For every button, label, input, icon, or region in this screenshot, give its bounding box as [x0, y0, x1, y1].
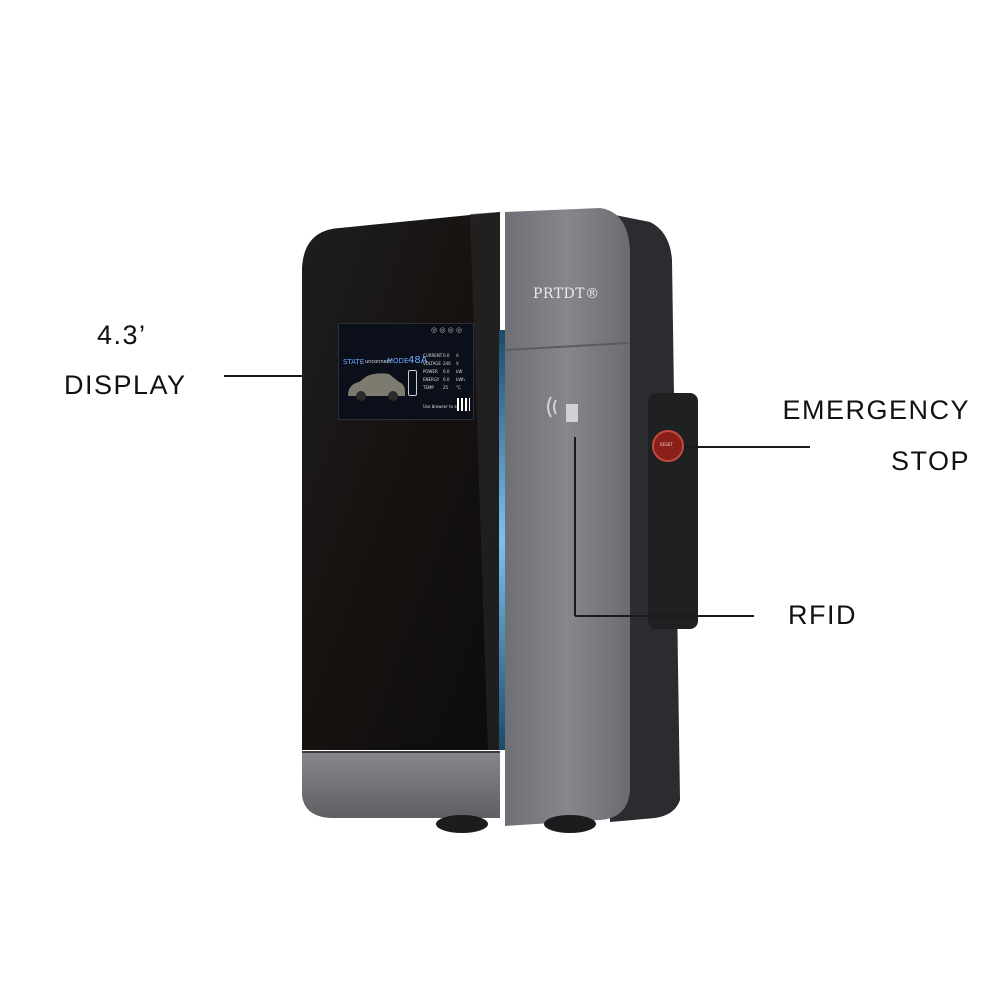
estop-module	[648, 393, 698, 629]
right-panel	[505, 208, 630, 826]
screen-top-icons: ◎ ◎ ◎ ◎	[431, 326, 463, 334]
readout-row: VOLTAGE 240 V	[423, 361, 459, 366]
connector-right	[544, 815, 596, 833]
callout-emergency: EMERGENCY	[782, 395, 970, 425]
readout-row: TEMP 25 °C	[423, 385, 461, 390]
callout-display-size: 4.3’	[97, 320, 147, 350]
plug-icon	[408, 370, 417, 396]
screen-mode-value: 48A	[408, 355, 428, 366]
callout-stop: STOP	[890, 446, 970, 476]
car-icon	[348, 373, 405, 401]
panel-seam	[505, 342, 629, 351]
brand-logo: PRTDT®	[533, 286, 600, 302]
estop-button	[652, 430, 684, 462]
screen-scan-text: Use browser to scan	[423, 404, 464, 409]
rfid-icon	[547, 396, 578, 422]
readout-row: POWER 0.0 kW	[423, 369, 463, 374]
estop-button-label: RESET	[660, 442, 673, 447]
screen-mode-label: MODE	[387, 357, 409, 365]
readout-row: ENERGY 0.0 kWh	[423, 377, 465, 382]
screen-state-value: unconnect	[365, 359, 392, 365]
qr-code-icon	[457, 398, 470, 411]
base-panel	[302, 752, 500, 818]
callout-display: DISPLAY	[64, 370, 187, 400]
connector-left	[436, 815, 488, 833]
screen-readouts: CURRENT 0.0 A VOLTAGE 240 V POWER 0.0 kW…	[423, 353, 473, 393]
light-strip	[499, 330, 505, 750]
glass-panel	[302, 212, 500, 750]
lcd-screen: ◎ ◎ ◎ ◎ STATE unconnect MODE 48A CURRENT…	[338, 323, 474, 420]
readout-row: CURRENT 0.0 A	[423, 353, 459, 358]
screen-state-label: STATE	[343, 358, 365, 366]
callout-rfid: RFID	[788, 600, 857, 630]
